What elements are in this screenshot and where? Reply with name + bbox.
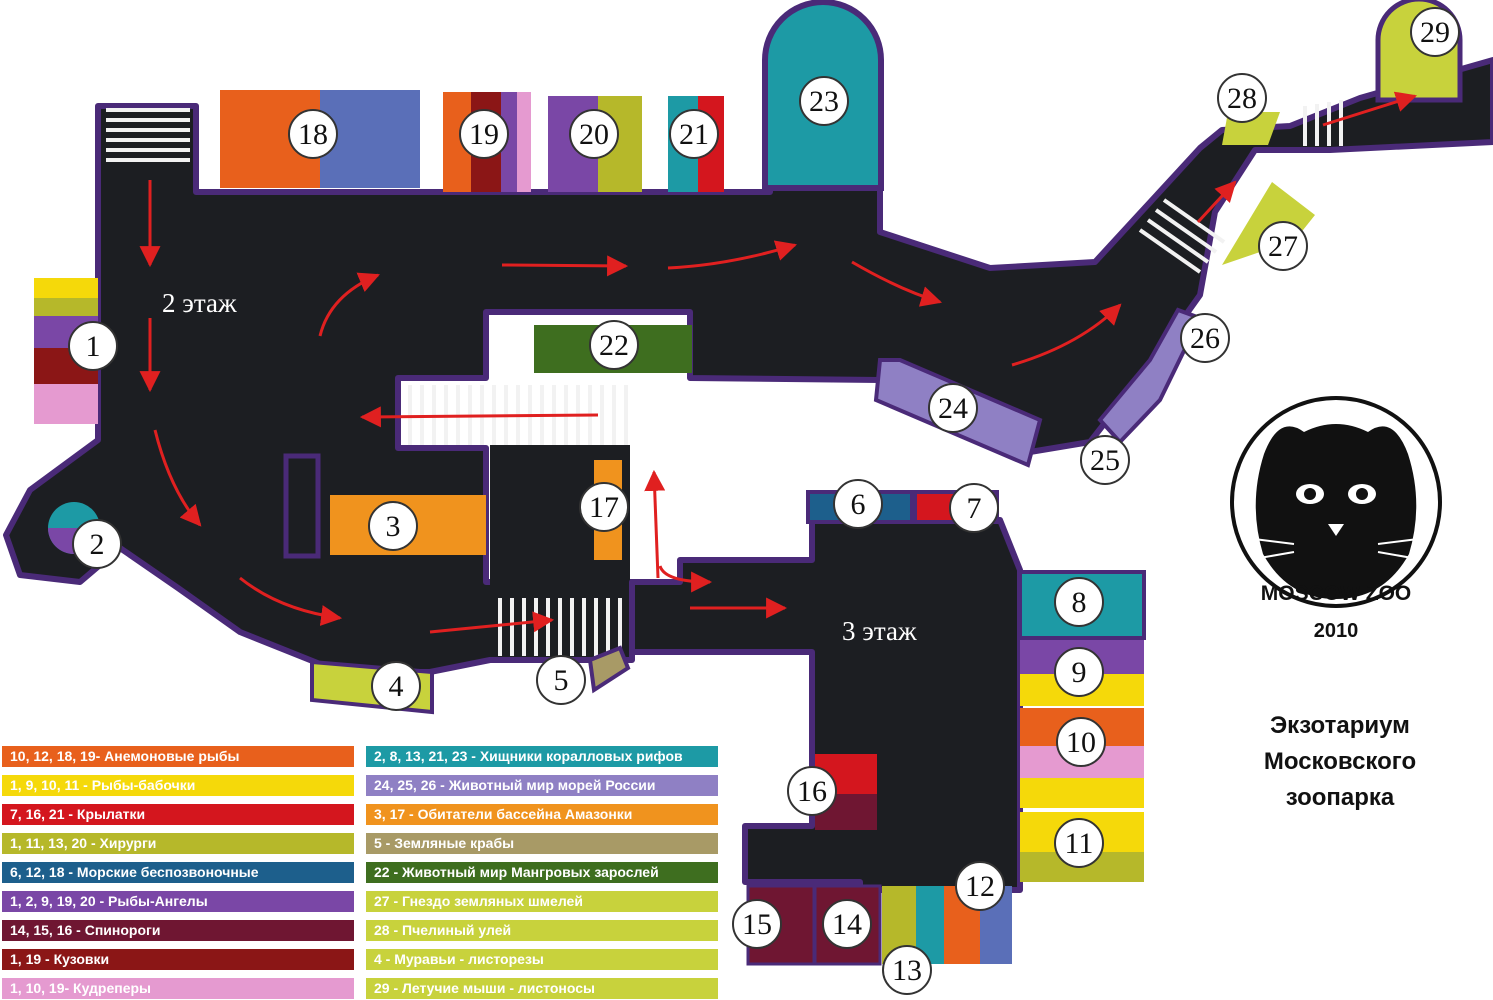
exhibit-number-11: 11 xyxy=(1065,827,1094,860)
exhibit-badge-4[interactable] xyxy=(371,661,421,711)
exhibit-badge-6[interactable] xyxy=(833,479,883,529)
exhibit-number-13: 13 xyxy=(892,954,922,987)
exhibit-badge-13[interactable] xyxy=(882,945,932,995)
exhibit-number-9: 9 xyxy=(1072,656,1087,689)
legend-item: 2, 8, 13, 21, 23 - Хищники коралловых ри… xyxy=(366,746,718,767)
exhibit-badge-23[interactable] xyxy=(799,76,849,126)
exhibit-number-20: 20 xyxy=(579,118,609,151)
exhibit-badge-17[interactable] xyxy=(579,482,629,532)
exhibit-number-21: 21 xyxy=(679,118,709,151)
legend-item: 1, 19 - Кузовки xyxy=(2,949,354,970)
exhibit-number-7: 7 xyxy=(967,492,982,525)
title-line-3: зоопарка xyxy=(1285,784,1395,811)
legend-item: 14, 15, 16 - Спинороги xyxy=(2,920,354,941)
logo-year: 2010 xyxy=(1313,620,1359,642)
legend-item: 22 - Животный мир Мангровых зарослей xyxy=(366,862,718,883)
legend-item: 1, 2, 9, 19, 20 - Рыбы-Ангелы xyxy=(2,891,354,912)
exhibit-badge-26[interactable] xyxy=(1180,313,1230,363)
exhibit-number-17: 17 xyxy=(589,491,619,524)
legend-item: 7, 16, 21 - Крылатки xyxy=(2,804,354,825)
exhibit-badge-25[interactable] xyxy=(1080,435,1130,485)
exhibit-number-19: 19 xyxy=(469,118,499,151)
exhibit-number-10: 10 xyxy=(1066,726,1096,759)
exhibit-badge-15[interactable] xyxy=(732,899,782,949)
legend-item: 1, 10, 19- Кудреперы xyxy=(2,978,354,999)
exhibit-number-1: 1 xyxy=(86,330,101,363)
exhibit-number-2: 2 xyxy=(90,528,105,561)
legend-item: 6, 12, 18 - Морские беспозвоночные xyxy=(2,862,354,883)
legend-item: 24, 25, 26 - Животный мир морей России xyxy=(366,775,718,796)
moscow-zoo-logo xyxy=(1230,396,1442,608)
legend-item: 29 - Летучие мыши - листоносы xyxy=(366,978,718,999)
legend-item: 5 - Земляные крабы xyxy=(366,833,718,854)
exhibit-badge-16[interactable] xyxy=(787,766,837,816)
legend-item: 3, 17 - Обитатели бассейна Амазонки xyxy=(366,804,718,825)
exhibit-number-18: 18 xyxy=(298,118,328,151)
exhibit-badge-5[interactable] xyxy=(536,655,586,705)
exhibit-number-22: 22 xyxy=(599,329,629,362)
exhibit-number-28: 28 xyxy=(1227,82,1257,115)
legend-item: 1, 11, 13, 20 - Хирурги xyxy=(2,833,354,854)
legend-item: 28 - Пчелиный улей xyxy=(366,920,718,941)
title-line-1: Экзотариум xyxy=(1270,712,1410,739)
exhibit-badge-20[interactable] xyxy=(569,109,619,159)
floor-2-label: 2 этаж xyxy=(162,288,237,318)
exhibit-number-4: 4 xyxy=(389,670,404,703)
exhibit-badge-14[interactable] xyxy=(822,899,872,949)
legend-item: 27 - Гнездо земляных шмелей xyxy=(366,891,718,912)
exhibit-badge-24[interactable] xyxy=(928,383,978,433)
exhibit-badge-29[interactable] xyxy=(1410,7,1460,57)
exhibit-number-14: 14 xyxy=(832,908,862,941)
legend-item: 4 - Муравьи - листорезы xyxy=(366,949,718,970)
exhibit-badge-21[interactable] xyxy=(669,109,719,159)
exhibit-badge-3[interactable] xyxy=(368,501,418,551)
legend-item: 1, 9, 10, 11 - Рыбы-бабочки xyxy=(2,775,354,796)
exhibit-badge-10[interactable] xyxy=(1056,717,1106,767)
exhibit-badge-1[interactable] xyxy=(68,321,118,371)
exhibit-badge-7[interactable] xyxy=(949,483,999,533)
route-arrows xyxy=(139,91,1418,634)
exhibit-number-23: 23 xyxy=(809,85,839,118)
floor-3-label: 3 этаж xyxy=(842,616,917,646)
exhibit-badge-2[interactable] xyxy=(72,519,122,569)
exhibit-badge-28[interactable] xyxy=(1217,73,1267,123)
stairs xyxy=(106,100,1343,656)
exhibit-badge-27[interactable] xyxy=(1258,221,1308,271)
exhibit-number-29: 29 xyxy=(1420,16,1450,49)
exhibit-badge-9[interactable] xyxy=(1054,647,1104,697)
exhibit-number-24: 24 xyxy=(938,392,968,425)
exhibit-number-3: 3 xyxy=(386,510,401,543)
exhibit-number-15: 15 xyxy=(742,908,772,941)
exhibit-number-26: 26 xyxy=(1190,322,1220,355)
exhibit-badge-19[interactable] xyxy=(459,109,509,159)
legend-item: 10, 12, 18, 19- Анемоновые рыбы xyxy=(2,746,354,767)
exhibit-badge-8[interactable] xyxy=(1054,577,1104,627)
exhibit-number-8: 8 xyxy=(1072,586,1087,619)
exhibit-number-12: 12 xyxy=(965,870,995,903)
exhibit-number-27: 27 xyxy=(1268,230,1298,263)
exhibit-number-6: 6 xyxy=(851,488,866,521)
logo-name: MOSCOW ZOO xyxy=(1260,582,1412,605)
exhibit-number-16: 16 xyxy=(797,775,827,808)
title-line-2: Московского xyxy=(1263,748,1417,775)
exhibit-number-5: 5 xyxy=(554,664,569,697)
exhibit-badge-12[interactable] xyxy=(955,861,1005,911)
exhibit-badge-11[interactable] xyxy=(1054,818,1104,868)
exhibit-number-25: 25 xyxy=(1090,444,1120,477)
exhibit-badge-18[interactable] xyxy=(288,109,338,159)
exhibit-badge-22[interactable] xyxy=(589,320,639,370)
